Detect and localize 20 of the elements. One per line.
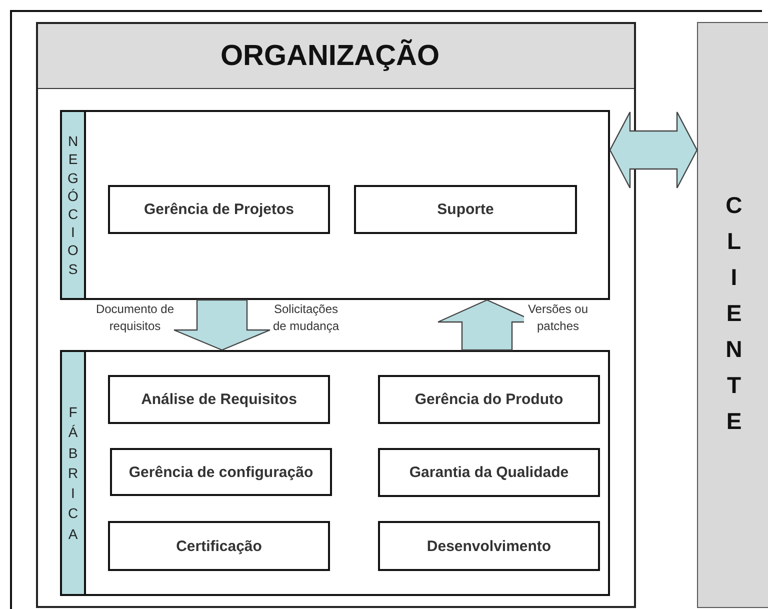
vertical-label: CLIENTE xyxy=(724,191,744,436)
annotation-text: Solicitações de mudança xyxy=(272,301,340,335)
annotation-text: Documento de requisitos xyxy=(95,301,175,335)
process-box: Certificação xyxy=(108,521,330,571)
process-box: Suporte xyxy=(354,185,577,234)
organization-container xyxy=(36,22,636,608)
group-container xyxy=(60,350,610,596)
block-arrow xyxy=(609,111,698,189)
process-box: Análise de Requisitos xyxy=(108,375,330,424)
process-box: Garantia da Qualidade xyxy=(378,448,600,497)
group-container xyxy=(60,110,610,300)
title-text: ORGANIZAÇÃO xyxy=(220,40,440,72)
client-bar xyxy=(697,22,768,608)
process-box: Gerência de configuração xyxy=(110,448,332,496)
vertical-label: NEGÓCIOS xyxy=(67,132,79,278)
process-box: Desenvolvimento xyxy=(378,521,600,571)
process-box: Gerência de Projetos xyxy=(108,185,330,234)
block-arrow xyxy=(173,299,271,351)
process-box: Gerência do Produto xyxy=(378,375,600,424)
vertical-label: FÁBRICA xyxy=(67,402,79,544)
